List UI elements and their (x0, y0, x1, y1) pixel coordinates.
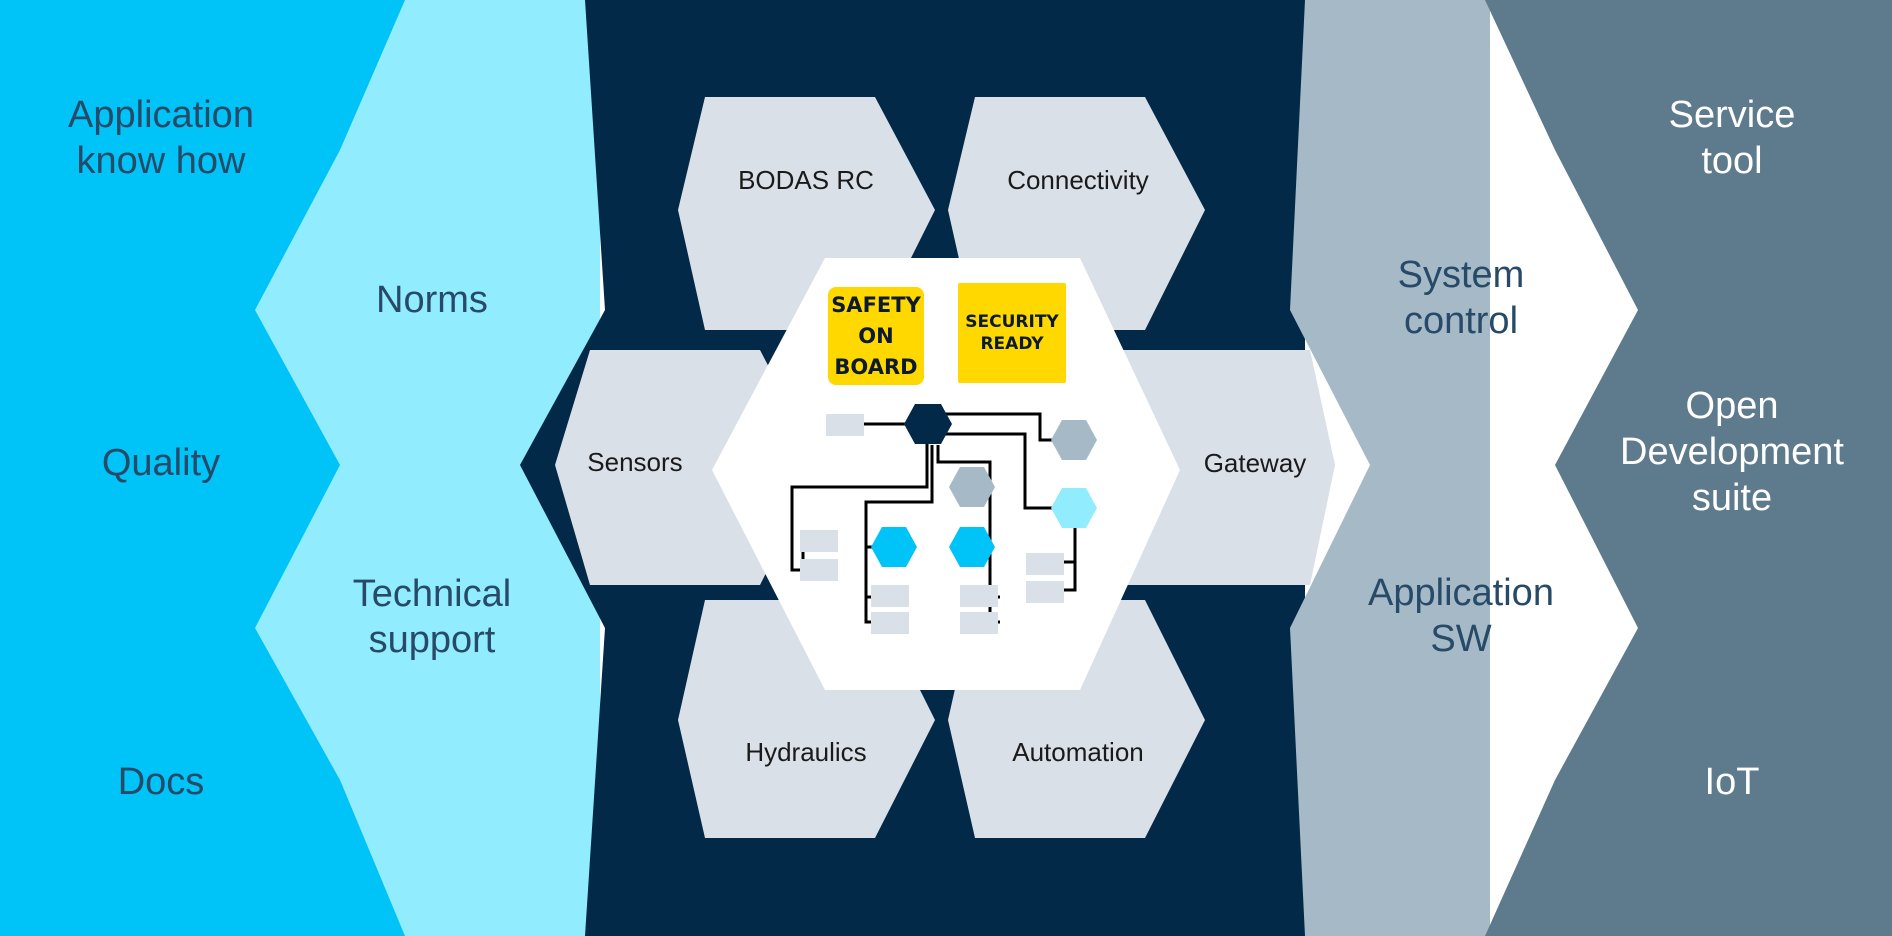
label-docs: Docs (117, 761, 205, 803)
label-technical-support: Technical support (352, 573, 512, 661)
safety-on-board-text: SAFETY ON BOARD (831, 292, 921, 379)
label-quality: Quality (101, 442, 221, 484)
security-ready-text: SECURITY READY (965, 312, 1059, 354)
network-node-grey-b (949, 467, 995, 507)
right-inner-band (1290, 0, 1490, 936)
left-inner-band (255, 0, 600, 936)
network-node-cyan-b (949, 527, 995, 567)
network-node-cyan-a (871, 527, 917, 567)
security-badge (958, 283, 1066, 383)
hex-label-sensors: Sensors (587, 447, 683, 477)
hex-label-hydraulics: Hydraulics (745, 737, 867, 767)
right-outer-band (1485, 0, 1892, 936)
network-hub-dark (904, 404, 952, 444)
label-service-tool: Service tool (1668, 94, 1796, 182)
network-node-grey-a (1051, 420, 1097, 460)
label-iot: IoT (1704, 761, 1760, 803)
hex-label-automation: Automation (1012, 737, 1144, 767)
label-norms: Norms (376, 279, 488, 321)
hex-label-gateway: Gateway (1203, 448, 1307, 478)
network-node-light-cyan (1051, 488, 1097, 528)
hex-label-bodas-rc: BODAS RC (738, 165, 874, 195)
safety-badge (828, 287, 924, 385)
label-application-know-how: Application know how (68, 94, 254, 182)
hex-label-connectivity: Connectivity (1007, 165, 1149, 195)
label-system-control: System control (1397, 254, 1525, 342)
label-application-sw: Application SW (1368, 572, 1554, 660)
label-open-development-suite: Open Development suite (1620, 385, 1844, 519)
network-module-boxes (800, 414, 1064, 634)
